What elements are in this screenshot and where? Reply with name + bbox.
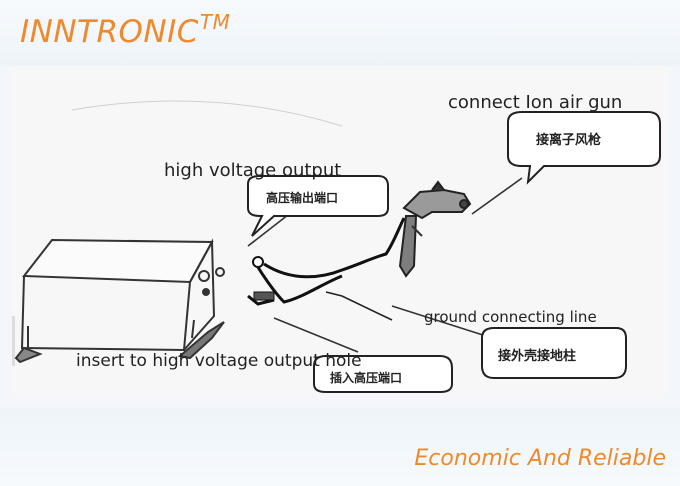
ground-bubble [481, 327, 627, 379]
ion-gun-label-cn: 接离子风枪 [536, 132, 601, 148]
smudge-line [71, 100, 343, 127]
diagram-svg: connect Ion air gun 接离子风枪 high voltage o… [12, 92, 661, 393]
mounting-foot-right [177, 321, 225, 360]
mounting-foot-left [14, 346, 43, 364]
power-supply-box [14, 238, 225, 364]
ion-air-gun [398, 180, 472, 278]
insert-bubble [313, 355, 453, 393]
footer-banner: Economic And Reliable [0, 408, 680, 486]
hv-output-bubble [247, 175, 389, 237]
ion-gun-label: connect Ion air gun [448, 92, 622, 113]
ground-line-label-cn: 接外壳接地柱 [498, 348, 576, 364]
brand-logo: INNTRONICTM [20, 10, 230, 50]
trademark-mark: TM [199, 10, 231, 34]
header-banner: INNTRONICTM [0, 0, 680, 66]
ground-wire [325, 291, 393, 321]
hv-output-label-cn: 高压输出端口 [266, 190, 338, 205]
hv-output-label: high voltage output [164, 160, 341, 181]
hv-plug [253, 291, 275, 301]
tagline: Economic And Reliable [414, 446, 666, 471]
callout-lines [247, 177, 523, 353]
wiring-diagram: connect Ion air gun 接离子风枪 high voltage o… [12, 66, 668, 398]
ground-ring-terminal [252, 256, 264, 268]
cables [247, 217, 406, 321]
insert-hole-label-cn: 插入高压端口 [330, 370, 402, 385]
ion-gun-bubble [507, 111, 661, 185]
brand-name: INNTRONIC [20, 14, 199, 50]
callout-bubbles [247, 111, 661, 393]
ground-line-label: ground connecting line [424, 308, 597, 326]
insert-hole-label: insert to high voltage output hole [76, 351, 362, 371]
